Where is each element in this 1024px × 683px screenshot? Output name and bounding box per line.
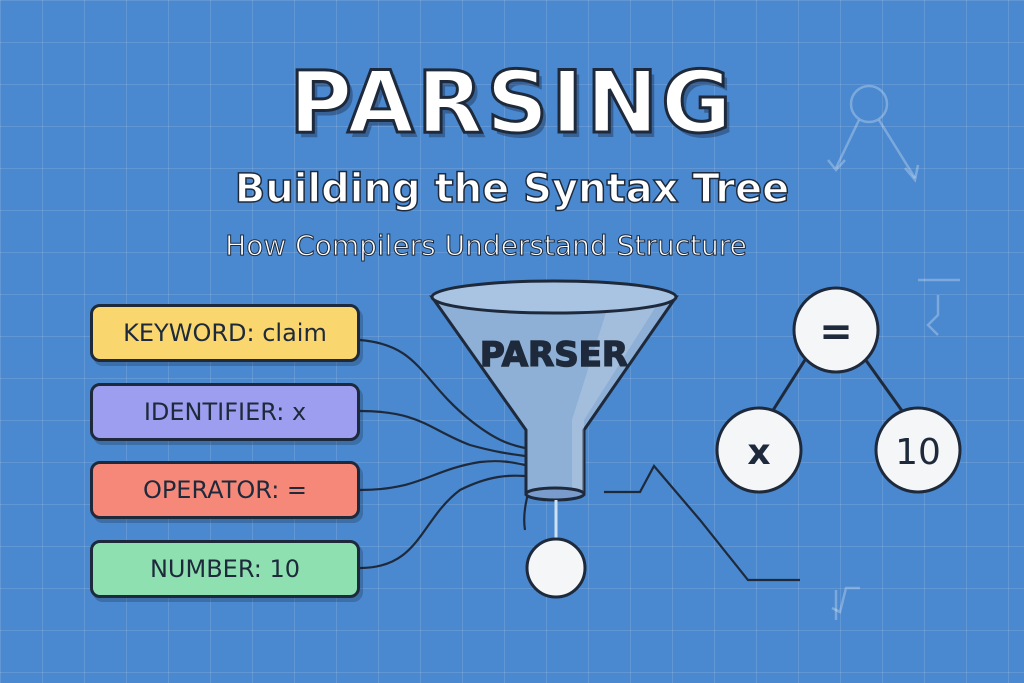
connector-operator (359, 460, 526, 492)
connector-identifier (359, 409, 526, 458)
tree-node-root (792, 286, 880, 374)
output-path (604, 464, 800, 582)
parser-funnel: PARSER (429, 279, 679, 599)
connector-keyword (359, 338, 526, 450)
output-node (525, 537, 587, 599)
token-keyword: KEYWORD: claim (90, 304, 360, 362)
tree-edge-right (858, 351, 907, 416)
parser-label: PARSER (480, 335, 628, 375)
tree-left-label: x (747, 432, 770, 473)
decorative-marks (831, 278, 960, 620)
tree-right-label: 10 (895, 432, 941, 473)
page-subtitle: Building the Syntax Tree (234, 165, 790, 213)
page-tagline: How Compilers Understand Structure (225, 229, 748, 263)
connector-number (359, 474, 526, 570)
tree-edge-left (768, 351, 812, 416)
tree-node-left (715, 406, 803, 494)
token-number: NUMBER: 10 (90, 540, 360, 598)
tree-root-label: = (819, 309, 853, 355)
syntax-tree: = x 10 (715, 286, 962, 494)
tree-node-right (874, 406, 962, 494)
token-operator: OPERATOR: = (90, 461, 360, 519)
page-title: PARSING (288, 52, 735, 155)
token-identifier: IDENTIFIER: x (90, 383, 360, 441)
decorative-tree-icon (827, 84, 920, 183)
